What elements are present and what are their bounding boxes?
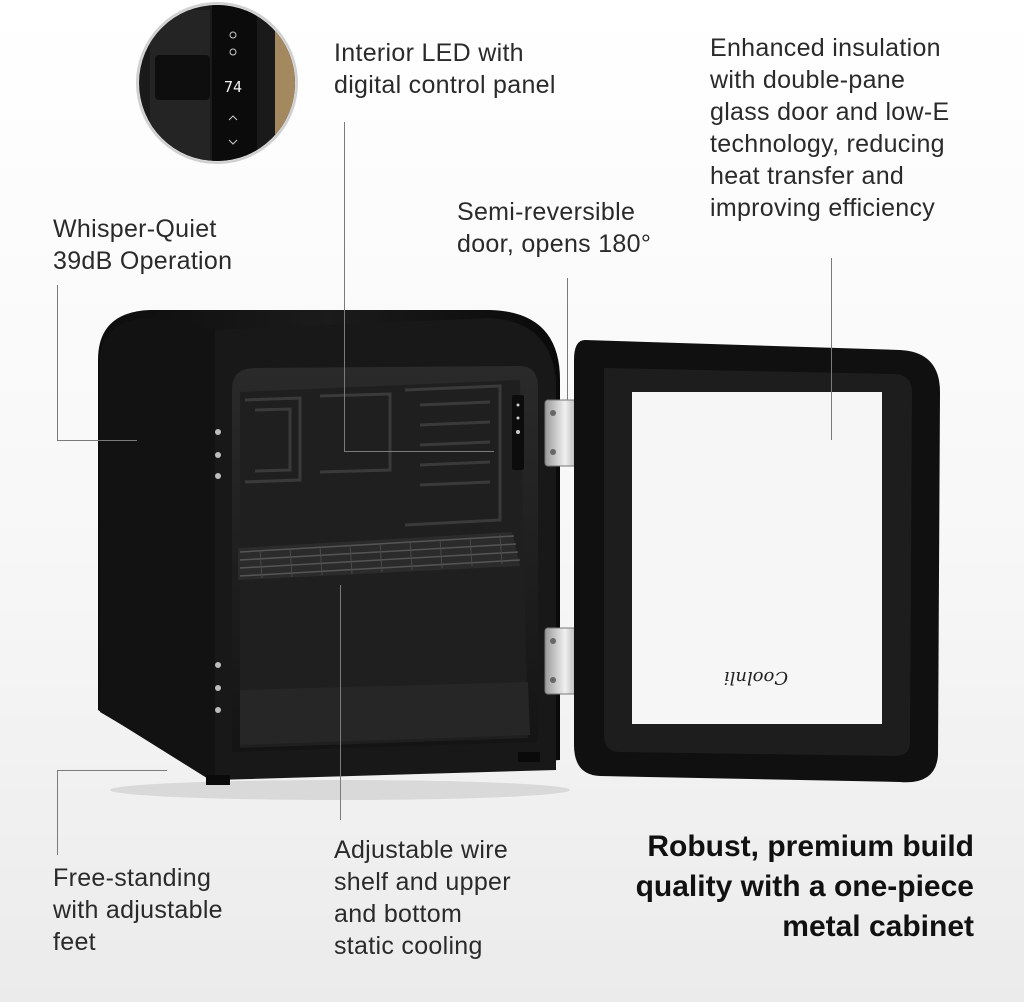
glass-door: Coolnli (574, 340, 940, 783)
callout-feet-line: Free-standing (53, 864, 212, 892)
callout-shelf-line: shelf and upper (334, 868, 511, 896)
callout-shelf-line: and bottom (334, 900, 463, 928)
leader-line-door (567, 278, 568, 400)
callout-quiet-line: Whisper-Quiet (53, 215, 217, 243)
leader-line-led (344, 122, 345, 452)
callout-shelf-line: Adjustable wire (334, 836, 509, 864)
callout-shelf: Adjustable wire shelf and upper and bott… (334, 834, 511, 962)
callout-door-line: door, opens 180° (457, 230, 652, 258)
callout-insulation-line: glass door and low-E (710, 98, 950, 126)
callout-insulation-line: with double-pane (710, 66, 906, 94)
callout-feet: Free-standing with adjustable feet (53, 862, 223, 958)
callout-insulation-line: technology, reducing (710, 130, 945, 158)
callout-quiet-line: 39dB Operation (53, 247, 233, 275)
wire-shelf (238, 532, 521, 580)
leader-line-quiet-h (57, 440, 137, 441)
callout-insulation-line: heat transfer and (710, 162, 905, 190)
callout-feet-line: feet (53, 928, 96, 956)
headline: Robust, premium build quality with a one… (636, 827, 974, 947)
fridge-cabinet (98, 310, 560, 785)
headline-line: quality with a one-piece (635, 870, 974, 903)
control-panel-inset: 74 (136, 2, 298, 164)
leader-line-feet-h (57, 770, 167, 771)
callout-led: Interior LED with digital control panel (334, 37, 556, 101)
temperature-display: 74 (224, 78, 242, 96)
leader-line-shelf (340, 585, 341, 820)
callout-led-line: Interior LED with (334, 39, 524, 67)
callout-insulation: Enhanced insulation with double-pane gla… (710, 32, 949, 224)
leader-line-quiet (57, 285, 58, 440)
callout-door: Semi-reversible door, opens 180° (457, 196, 651, 260)
brand-logo: Coolnli (724, 667, 788, 688)
callout-led-line: digital control panel (334, 71, 556, 99)
callout-insulation-line: Enhanced insulation (710, 34, 941, 62)
callout-quiet: Whisper-Quiet 39dB Operation (53, 213, 232, 277)
glass-pane (632, 392, 882, 724)
leader-line-led-h (344, 451, 494, 452)
leader-line-feet (57, 770, 58, 855)
leader-line-insulation (831, 258, 832, 440)
callout-insulation-line: improving efficiency (710, 194, 936, 222)
headline-line: metal cabinet (782, 910, 974, 943)
headline-line: Robust, premium build (647, 830, 974, 863)
callout-shelf-line: static cooling (334, 932, 483, 960)
callout-feet-line: with adjustable (53, 896, 223, 924)
callout-door-line: Semi-reversible (457, 198, 636, 226)
